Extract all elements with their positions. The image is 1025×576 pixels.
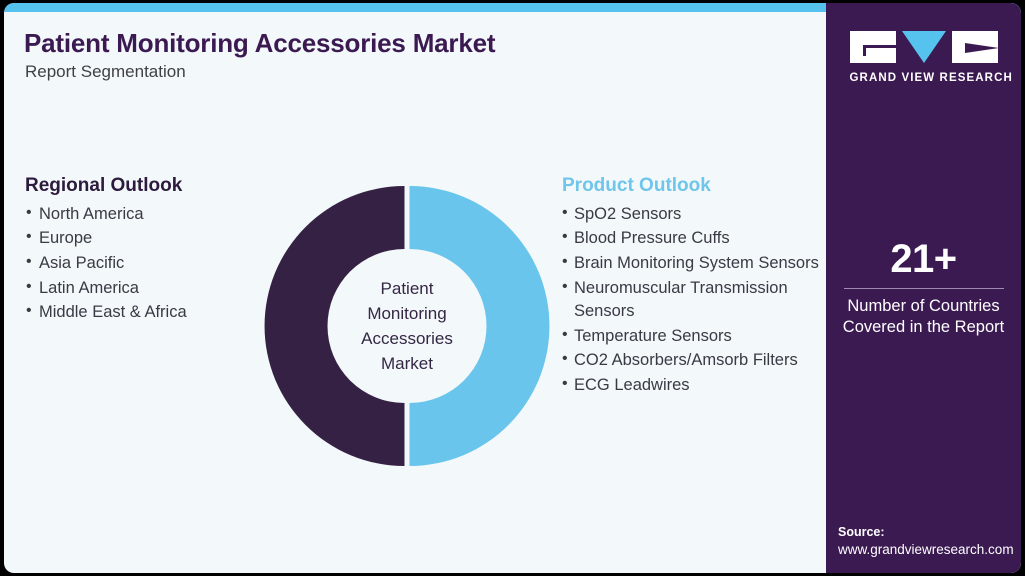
regional-outlook-list: North America Europe Asia Pacific Latin … [25,202,260,325]
list-item: Temperature Sensors [562,324,824,349]
brand-side-panel: GRAND VIEW RESEARCH 21+ Number of Countr… [826,3,1021,573]
gvr-logo-g-icon [849,31,897,63]
gvr-logo-v-triangle-icon [901,31,946,63]
report-card: Patient Monitoring Accessories Market Re… [4,3,1021,573]
countries-stat-block: 21+ Number of Countries Covered in the R… [826,239,1021,338]
donut-svg [264,186,550,466]
product-outlook-heading: Product Outlook [562,175,711,196]
logo-wordmark: GRAND VIEW RESEARCH [849,72,1013,84]
list-item: SpO2 Sensors [562,202,824,227]
list-item: Europe [25,226,260,251]
product-outlook-list: SpO2 Sensors Blood Pressure Cuffs Brain … [562,202,824,398]
logo-marks [849,31,999,63]
main-content-area: Patient Monitoring Accessories Market Re… [4,12,822,573]
source-block: Source: www.grandviewresearch.com [838,524,1021,559]
product-outlook-section: Product Outlook SpO2 Sensors Blood Press… [562,175,824,399]
list-item: North America [25,202,260,227]
segmentation-donut-chart: Patient Monitoring Accessories Market [263,182,551,470]
regional-outlook-section: Regional Outlook North America Europe As… [25,175,260,326]
regional-outlook-heading: Regional Outlook [25,175,183,196]
donut-slice-light [409,186,550,466]
source-url[interactable]: www.grandviewresearch.com [838,541,1014,557]
list-item: Asia Pacific [25,251,260,276]
gvr-logo-r-icon [951,31,999,63]
list-item: Neuromuscular Transmission Sensors [562,276,824,324]
stat-label: Number of Countries Covered in the Repor… [826,296,1021,338]
list-item: CO2 Absorbers/Amsorb Filters [562,348,824,373]
top-accent-bar [4,3,1021,12]
page-title: Patient Monitoring Accessories Market [24,28,496,58]
stat-value: 21+ [890,237,957,281]
list-item: Latin America [25,276,260,301]
stat-label-line: Covered in the Report [842,318,1005,337]
stat-label-line: Number of Countries [847,297,1000,315]
list-item: ECG Leadwires [562,373,824,398]
list-item: Brain Monitoring System Sensors [562,251,824,276]
page-subtitle: Report Segmentation [25,62,186,81]
donut-slice-dark [264,186,405,466]
list-item: Blood Pressure Cuffs [562,226,824,251]
list-item: Middle East & Africa [25,300,260,325]
stat-divider [843,288,1004,289]
source-label: Source: [838,524,885,539]
brand-logo: GRAND VIEW RESEARCH [849,31,1013,84]
